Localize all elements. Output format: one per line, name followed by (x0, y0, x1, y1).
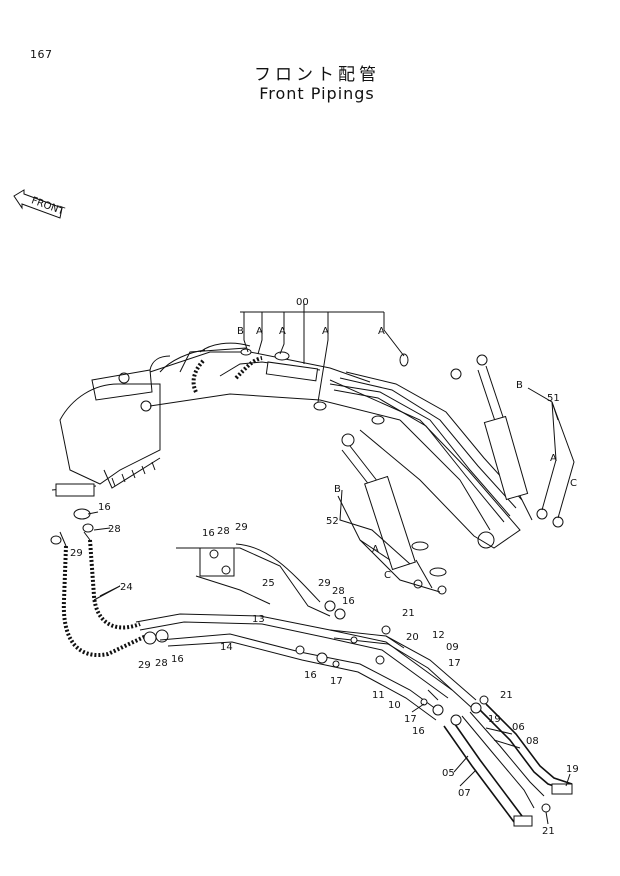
callout-17-a: 17 (448, 658, 461, 669)
pipes-13-14-25-drawing (135, 543, 477, 721)
callout-28-c: 28 (217, 526, 230, 537)
callout-B-3: B (334, 484, 341, 495)
page-title-japanese: フロント配管 (254, 65, 380, 85)
callout-25: 25 (262, 578, 275, 589)
page-number: 167 (30, 48, 53, 61)
callout-51: 51 (547, 393, 560, 404)
callout-C-1: C (570, 478, 577, 489)
callout-07: 07 (458, 788, 471, 799)
callout-C-2: C (384, 570, 391, 581)
callout-21-b: 21 (500, 690, 513, 701)
callout-52: 52 (326, 516, 339, 527)
callout-labels: 00 B A A A A B 51 A C B 52 A C 16 28 29 … (70, 297, 579, 837)
callout-28-b: 28 (155, 658, 168, 669)
callout-00: 00 (296, 297, 309, 308)
callout-A-4: A (378, 326, 385, 337)
callout-11: 11 (372, 690, 385, 701)
callout-16-b: 16 (171, 654, 184, 665)
callout-A-1: A (256, 326, 263, 337)
callout-21-a: 21 (402, 608, 415, 619)
callout-19-a: 19 (488, 714, 501, 725)
callout-21-c: 21 (542, 826, 555, 837)
callout-B-1: B (237, 326, 244, 337)
callout-16-e: 16 (304, 670, 317, 681)
page-title-english: Front Pipings (259, 84, 375, 103)
front-arrow-label: FRONT (30, 195, 67, 217)
callout-28-d: 28 (332, 586, 345, 597)
callout-A-3: A (322, 326, 329, 337)
callout-10: 10 (388, 700, 401, 711)
callout-A-5: A (550, 453, 557, 464)
callout-12: 12 (432, 630, 445, 641)
callout-29-c: 29 (235, 522, 248, 533)
callout-05: 05 (442, 768, 455, 779)
callout-08: 08 (526, 736, 539, 747)
leader-lines (87, 304, 575, 825)
callout-28-a: 28 (108, 524, 121, 535)
callout-16-c: 16 (202, 528, 215, 539)
callout-29-a: 29 (70, 548, 83, 559)
callout-13: 13 (252, 614, 265, 625)
callout-17-c: 17 (404, 714, 417, 725)
callout-06: 06 (512, 722, 525, 733)
callout-20: 20 (406, 632, 419, 643)
hose-24-drawing (50, 483, 169, 658)
callout-B-2: B (516, 380, 523, 391)
callout-16-d: 16 (342, 596, 355, 607)
callout-A-2: A (279, 326, 286, 337)
callout-17-b: 17 (330, 676, 343, 687)
bucket-drawing (59, 369, 161, 489)
callout-09: 09 (446, 642, 459, 653)
callout-19-b: 19 (566, 764, 579, 775)
front-direction-arrow: FRONT (13, 189, 67, 219)
callout-24: 24 (120, 582, 133, 593)
boom-arm-drawing (149, 342, 521, 549)
pipes-05-08-drawing (420, 695, 573, 827)
callout-14: 14 (220, 642, 233, 653)
callout-A-6: A (372, 544, 379, 555)
boom-pipes (191, 348, 523, 523)
callout-16-a: 16 (98, 502, 111, 513)
callout-29-b: 29 (138, 660, 151, 671)
callout-16-f: 16 (412, 726, 425, 737)
callout-29-d: 29 (318, 578, 331, 589)
cylinder-51-drawing (450, 354, 564, 528)
